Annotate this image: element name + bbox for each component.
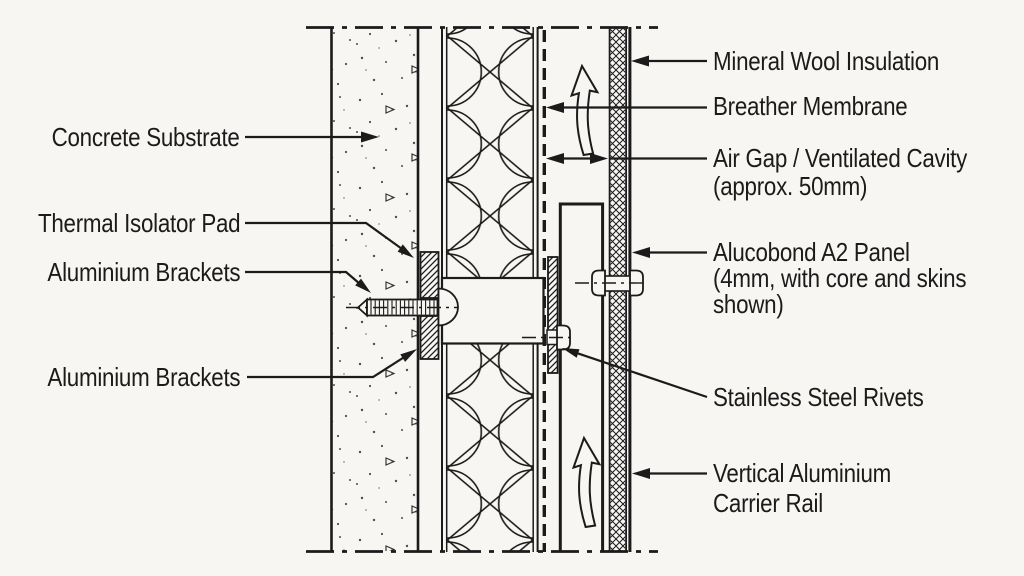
leader-thermal-isolator-pad [245,221,414,258]
leader-breather-membrane [546,102,707,113]
airflow-arrow-bottom [571,435,602,529]
leader-concrete-substrate [245,131,379,143]
leader-air-gap [546,153,707,164]
leader-stainless-steel-rivets [562,348,708,399]
leader-carrier-rail [632,468,707,479]
airflow-arrow-top [569,63,600,157]
thermal-isolator-pad [419,251,440,360]
label-concrete-substrate: Concrete Substrate [51,122,240,152]
rivet-upper [575,269,646,297]
label-alucobond-panel: Alucobond A2 Panel (4mm, with core and s… [713,237,967,319]
leader-aluminium-brackets-lower [247,349,417,379]
label-mineral-wool-insulation: Mineral Wool Insulation [713,46,940,76]
label-aluminium-brackets-upper: Aluminium Brackets [47,257,240,287]
label-aluminium-brackets-lower: Aluminium Brackets [47,362,240,392]
bracket-flange-strip [547,256,559,374]
concrete-substrate-section [330,27,420,552]
leader-mineral-wool-insulation [631,55,707,67]
label-breather-membrane: Breather Membrane [713,91,908,121]
label-carrier-rail: Vertical Aluminium Carrier Rail [713,458,892,518]
leader-alucobond-panel [632,247,707,258]
section-cut-borders [306,26,658,553]
label-thermal-isolator-pad: Thermal Isolator Pad [37,208,241,238]
label-air-gap: Air Gap / Ventilated Cavity (approx. 50m… [713,143,968,201]
leader-aluminium-brackets-upper [245,270,371,293]
anchor-bolt [346,287,459,327]
carrier-rail-section [558,202,605,552]
label-stainless-steel-rivets: Stainless Steel Rivets [713,382,924,412]
